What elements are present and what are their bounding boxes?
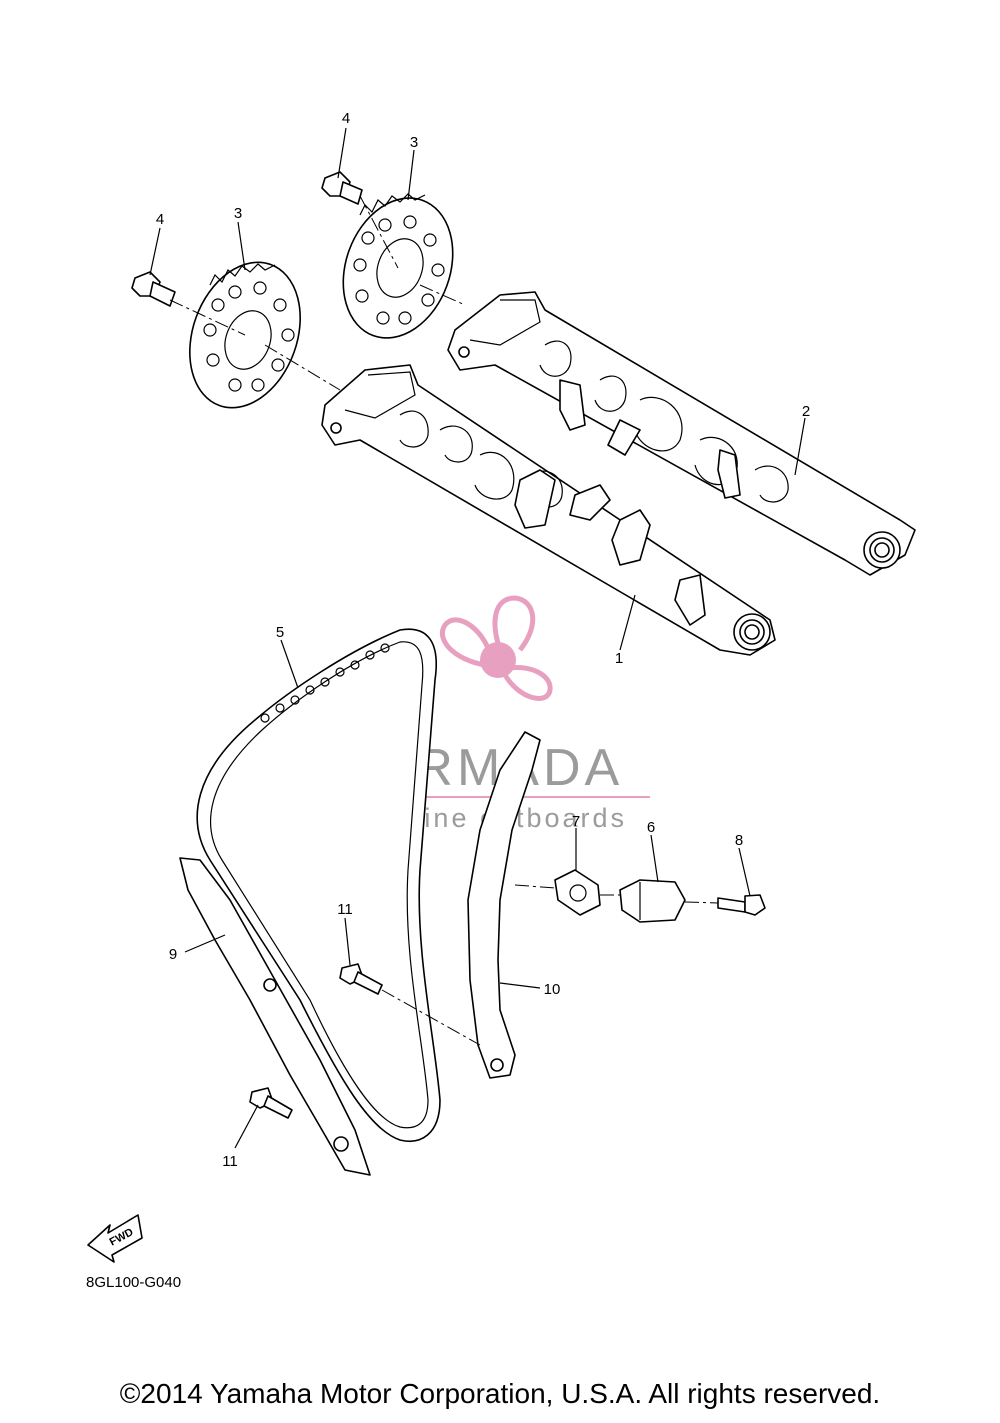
diagram-code: 8GL100-G040 <box>86 1274 181 1291</box>
callout-3-upper: 3 <box>410 134 418 151</box>
camshaft-1 <box>321 364 776 656</box>
callout-10: 10 <box>544 981 561 998</box>
callout-6: 6 <box>647 819 655 836</box>
bolt-11-lower <box>249 1087 293 1119</box>
copyright-notice: ©2014 Yamaha Motor Corporation, U.S.A. A… <box>119 1378 881 1409</box>
leader-lines <box>149 127 806 1149</box>
callout-3-lower: 3 <box>234 205 242 222</box>
propeller-icon <box>440 595 553 701</box>
callout-5: 5 <box>276 624 284 641</box>
chain-guide-9 <box>179 857 371 1176</box>
callout-8: 8 <box>735 832 743 849</box>
chain-tensioner <box>619 879 686 923</box>
callout-11-lower: 11 <box>222 1153 238 1170</box>
tensioner-gasket <box>554 869 601 916</box>
callout-4-upper: 4 <box>342 110 350 127</box>
bolt-4-lower <box>131 271 176 307</box>
timing-chain <box>196 628 441 1142</box>
fwd-arrow-icon: FWD <box>87 1214 143 1263</box>
callout-1: 1 <box>615 650 623 667</box>
callout-2: 2 <box>802 403 810 420</box>
callout-9: 9 <box>169 946 177 963</box>
bolt-11-upper <box>339 963 383 995</box>
bolt-4-upper <box>321 171 363 205</box>
callout-4-lower: 4 <box>156 211 164 228</box>
chain-guide-10 <box>467 731 541 1079</box>
callout-7: 7 <box>572 813 580 830</box>
camshaft-2 <box>447 291 916 576</box>
bolt-8 <box>717 894 766 916</box>
callout-11-upper: 11 <box>337 901 353 918</box>
